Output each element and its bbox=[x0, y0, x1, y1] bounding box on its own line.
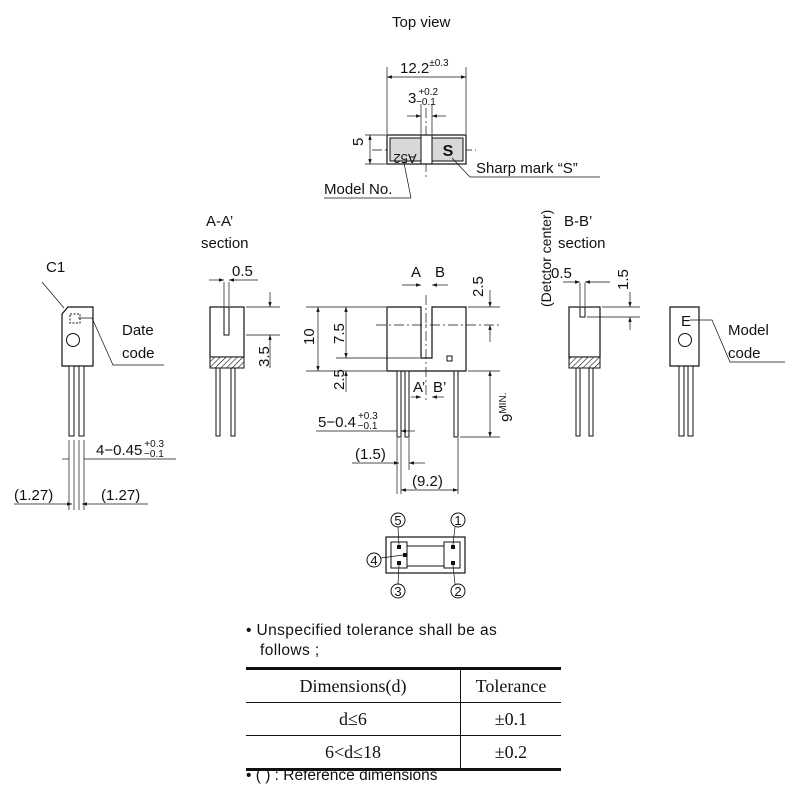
dim-body-height: 10 bbox=[301, 328, 318, 345]
dim-gap-top: 3+0.2−0.1 bbox=[408, 87, 439, 108]
tolerance-note-line-2: follows ; bbox=[260, 642, 320, 659]
dim-detector-offset: 2.5 bbox=[470, 276, 487, 297]
mark-a: A bbox=[411, 264, 421, 281]
cell-dimension: d≤6 bbox=[246, 702, 461, 736]
section-bb: B-B’section 0.5 1.5 bbox=[551, 213, 640, 437]
dim-pitch-left: (1.27) bbox=[14, 487, 53, 504]
mark-b: B bbox=[435, 264, 445, 281]
mounting-hole-left bbox=[66, 333, 80, 347]
aa-section-title: A-A’section bbox=[201, 213, 249, 252]
sharp-s-mark: S bbox=[443, 143, 454, 160]
side-body-right bbox=[669, 306, 700, 367]
front-body bbox=[386, 306, 467, 372]
c1-label: C1 bbox=[46, 259, 65, 276]
sharp-mark-label: Sharp mark “S” bbox=[476, 160, 578, 177]
cell-dimension: 6<d≤18 bbox=[246, 735, 461, 771]
header-dimensions: Dimensions(d) bbox=[246, 667, 461, 703]
table-row: 6<d≤18 ±0.2 bbox=[246, 735, 561, 771]
dim-lead-length: 9MIN. bbox=[498, 393, 516, 422]
tolerance-note: • Unspecified tolerance shall be as foll… bbox=[246, 621, 497, 661]
dim-aa-width: 0.5 bbox=[232, 263, 253, 280]
cell-tolerance: ±0.2 bbox=[460, 735, 561, 771]
pin-2: 2 bbox=[454, 584, 461, 599]
pin-4: 4 bbox=[370, 553, 377, 568]
pin-1: 1 bbox=[454, 513, 461, 528]
table-header-row: Dimensions(d) Tolerance bbox=[246, 667, 561, 703]
dim-base-height: 2.5 bbox=[331, 369, 348, 390]
dim-lead-span: (9.2) bbox=[412, 473, 443, 490]
pin-layout: 1 2 3 4 5 bbox=[366, 512, 466, 599]
dim-pin-width: 4−0.45+0.3−0.1 bbox=[96, 439, 164, 460]
dim-bb-height: 1.5 bbox=[615, 269, 632, 290]
section-aa: A-A’section 0.5 3.5 bbox=[201, 213, 280, 437]
mounting-hole-right bbox=[678, 333, 692, 347]
dim-lead-offset: (1.5) bbox=[355, 446, 386, 463]
reference-note: • ( ) : Reference dimensions bbox=[246, 767, 438, 784]
tolerance-note-line-1: • Unspecified tolerance shall be as bbox=[246, 622, 498, 639]
model-number-marking: A52 bbox=[393, 151, 416, 166]
dim-width-top: 12.2±0.3 bbox=[400, 58, 449, 77]
e-mark: E bbox=[681, 313, 691, 330]
mark-b-prime: B’ bbox=[433, 379, 446, 396]
tolerance-table: Dimensions(d) Tolerance d≤6 ±0.1 6<d≤18 … bbox=[246, 667, 561, 771]
dim-bb-width: 0.5 bbox=[551, 265, 572, 282]
dim-pitch-right: (1.27) bbox=[101, 487, 140, 504]
model-no-label: Model No. bbox=[324, 181, 392, 198]
mark-a-prime: A’ bbox=[413, 379, 425, 396]
top-view-title: Top view bbox=[392, 14, 451, 31]
header-tolerance: Tolerance bbox=[460, 667, 561, 703]
bb-section-title: B-B’section bbox=[558, 213, 606, 252]
dim-aa-height: 3.5 bbox=[256, 346, 273, 367]
detector-center-label: (Detctor center) bbox=[538, 210, 554, 307]
top-view: Top view 12.2±0.3 3+0.2−0.1 A52 S 5 Mode… bbox=[324, 14, 600, 199]
table-row: d≤6 ±0.1 bbox=[246, 702, 561, 736]
pin-5: 5 bbox=[394, 513, 401, 528]
front-view: A B A’ B’ 10 7.5 2.5 2.5 (Detctor center… bbox=[301, 210, 554, 494]
cell-tolerance: ±0.1 bbox=[460, 702, 561, 736]
side-body-left bbox=[61, 306, 94, 367]
dim-height-top: 5 bbox=[350, 138, 367, 146]
pin-3: 3 bbox=[394, 584, 401, 599]
dim-slot-depth: 7.5 bbox=[331, 323, 348, 344]
dim-lead-width: 5−0.4+0.3−0.1 bbox=[318, 411, 378, 432]
